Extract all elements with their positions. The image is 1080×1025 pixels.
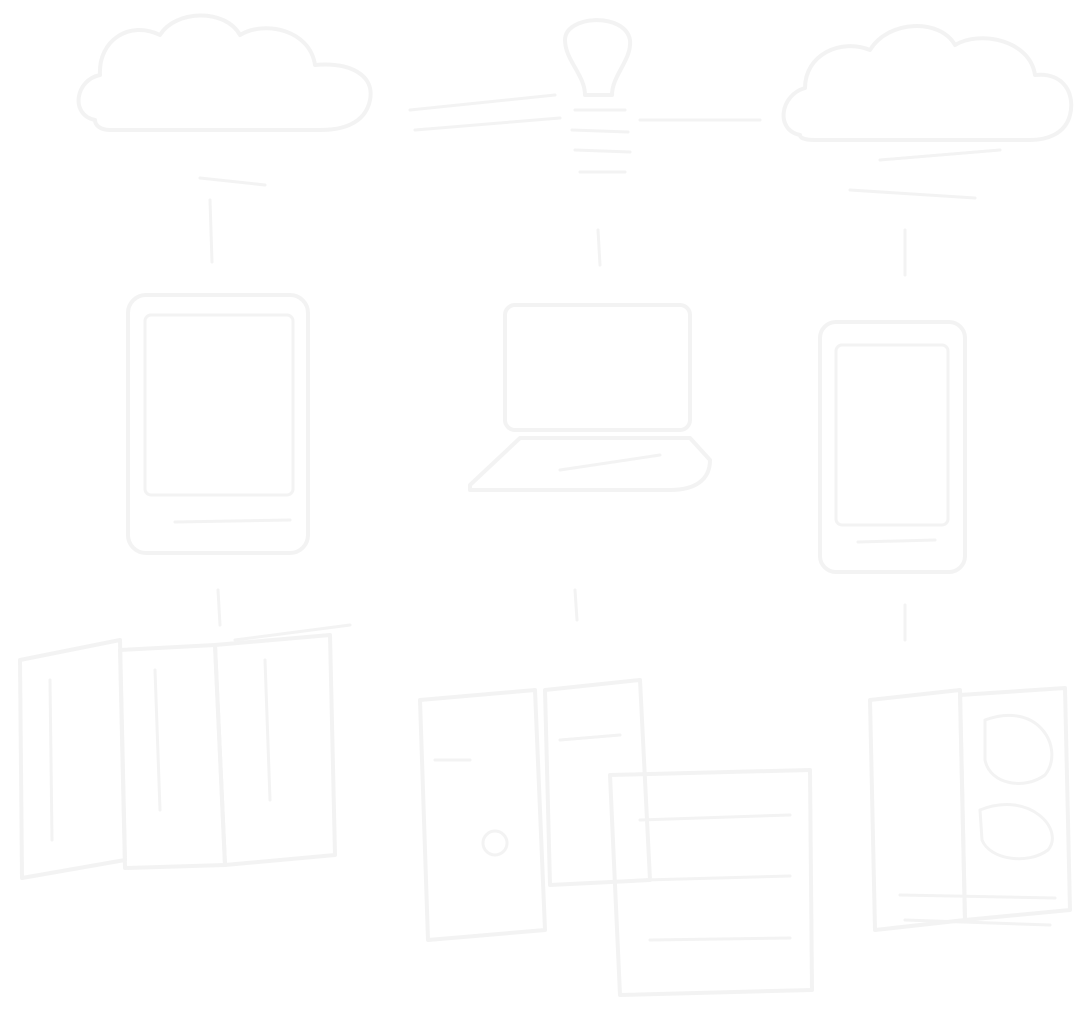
- lightbulb-icon: [408, 18, 762, 267]
- smartphone-icon: [818, 320, 967, 642]
- cloud-icon: [76, 13, 373, 264]
- tablet-icon: [126, 293, 310, 627]
- cloud-icon: [781, 24, 1074, 277]
- network-devices-icon: [418, 678, 814, 997]
- server-icon: [18, 623, 352, 880]
- storage-icon: [868, 686, 1072, 932]
- laptop-icon: [468, 303, 712, 622]
